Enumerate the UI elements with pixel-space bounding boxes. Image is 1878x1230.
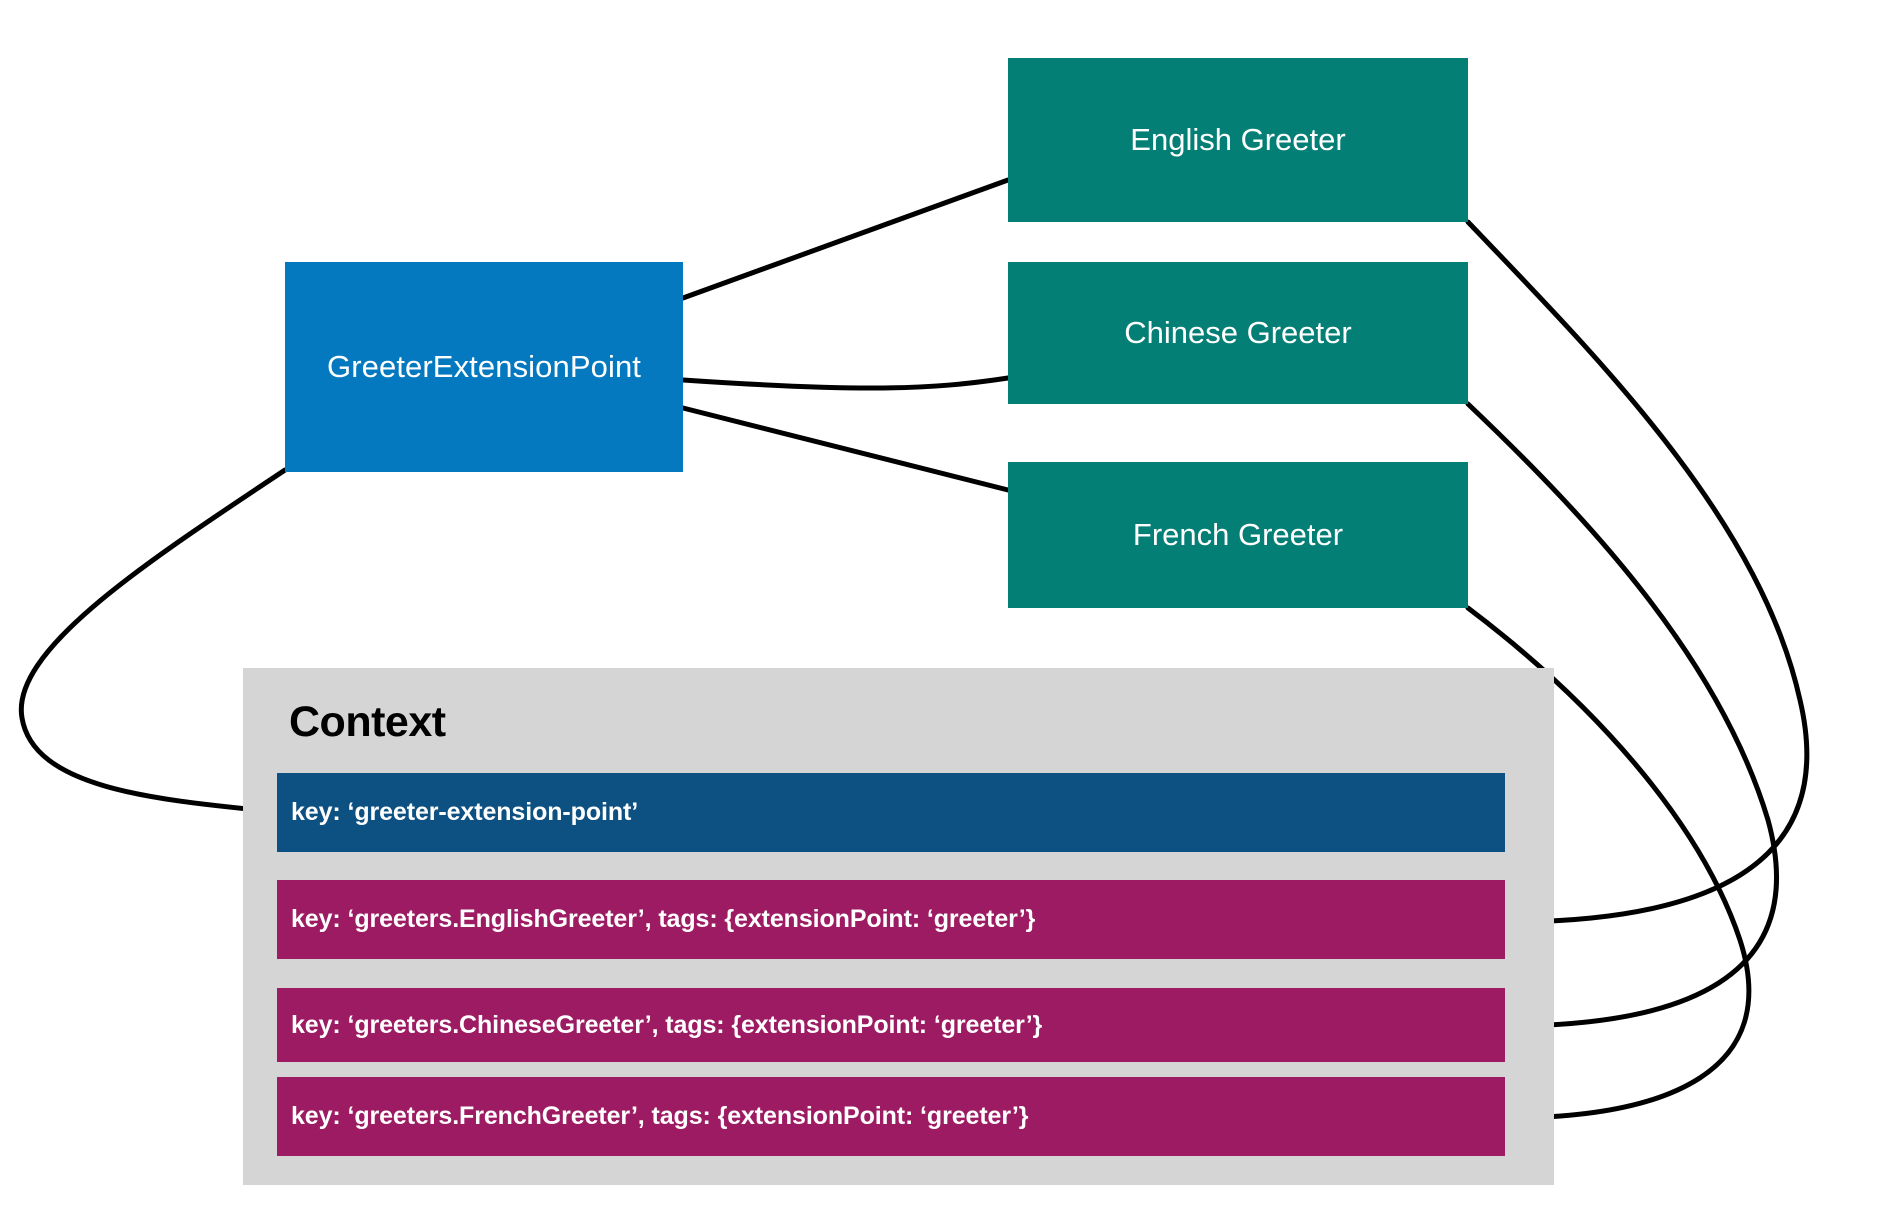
context-entry-french-greeter-text: key: ‘greeters.FrenchGreeter’, tags: {ex… — [291, 1102, 1029, 1130]
context-entry-english-greeter-text: key: ‘greeters.EnglishGreeter’, tags: {e… — [291, 905, 1036, 933]
node-english-greeter[interactable]: English Greeter — [1008, 58, 1468, 222]
context-panel-title: Context — [289, 698, 446, 746]
context-entry-chinese-greeter[interactable]: key: ‘greeters.ChineseGreeter’, tags: {e… — [277, 988, 1505, 1062]
context-entry-french-greeter[interactable]: key: ‘greeters.FrenchGreeter’, tags: {ex… — [277, 1077, 1505, 1156]
context-entry-english-greeter[interactable]: key: ‘greeters.EnglishGreeter’, tags: {e… — [277, 880, 1505, 959]
node-greeter-extension-point[interactable]: GreeterExtensionPoint — [285, 262, 683, 472]
node-french-greeter[interactable]: French Greeter — [1008, 462, 1468, 608]
context-entry-extension-point[interactable]: key: ‘greeter-extension-point’ — [277, 773, 1505, 852]
context-entry-extension-point-text: key: ‘greeter-extension-point’ — [291, 798, 639, 826]
node-french-greeter-label: French Greeter — [1132, 517, 1344, 552]
edge-extensionpoint-to-french — [680, 405, 1011, 493]
node-greeter-extension-point-label: GreeterExtensionPoint — [327, 349, 641, 384]
edge-extensionpoint-to-chinese — [680, 375, 1011, 391]
node-chinese-greeter[interactable]: Chinese Greeter — [1008, 262, 1468, 404]
node-english-greeter-label: English Greeter — [1130, 122, 1346, 157]
edge-extensionpoint-to-english — [680, 177, 1011, 301]
node-chinese-greeter-label: Chinese Greeter — [1124, 315, 1352, 350]
context-entry-chinese-greeter-text: key: ‘greeters.ChineseGreeter’, tags: {e… — [291, 1010, 1043, 1039]
